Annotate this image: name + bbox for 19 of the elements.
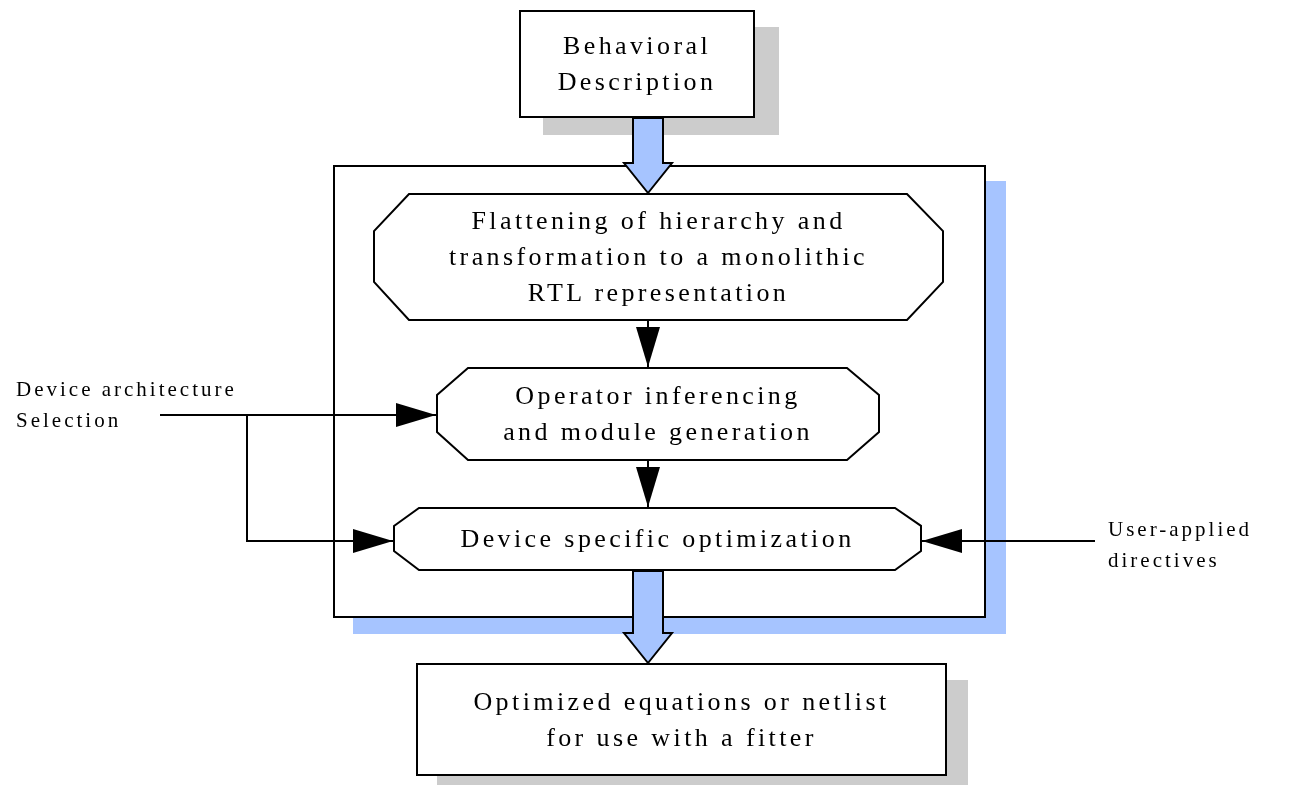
process-box [519, 10, 755, 118]
block-arrow [621, 117, 675, 195]
arrow [921, 529, 1096, 553]
arrow [636, 320, 660, 368]
block-arrow [621, 570, 675, 665]
input-text: Device architecture Selection [16, 376, 238, 434]
node-text: Optimized equations or netlist for use with a fitter [472, 685, 891, 754]
input-text: User-applied directives [1108, 516, 1254, 574]
node-text: Flattening of hierarchy and transformation to a monolithic RTL representation [448, 205, 869, 309]
node-text: Behavioral Description [556, 30, 718, 98]
arrow [636, 460, 660, 508]
output-box [416, 663, 947, 776]
process-octagon [436, 367, 880, 461]
process-octagon [393, 507, 922, 571]
node-text: Device specific optimization [459, 523, 856, 555]
process-octagon [373, 193, 944, 321]
node-text: Operator inferencing and module generation [502, 380, 814, 448]
arrow [159, 414, 394, 553]
container-box [333, 165, 986, 618]
